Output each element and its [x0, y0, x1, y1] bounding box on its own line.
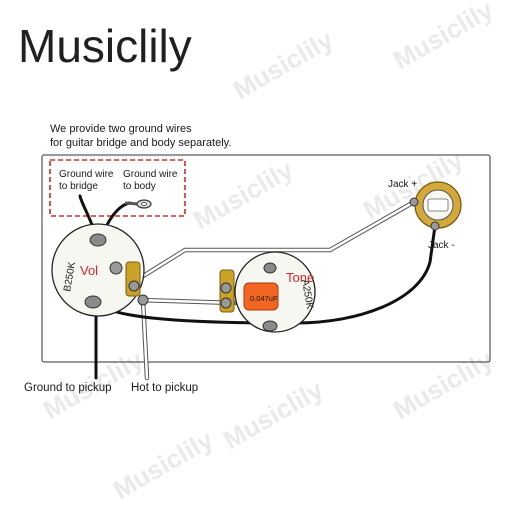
ground-body-label-2: to body	[123, 181, 156, 192]
ground-ring-terminal-icon	[124, 199, 152, 209]
hot-to-pickup-label: Hot to pickup	[131, 382, 198, 394]
tone-pot-value: A250K	[299, 279, 315, 311]
ground-bridge-label-1: Ground wire	[59, 169, 114, 180]
volume-lug-solder-2	[128, 280, 140, 292]
tone-capacitor	[243, 282, 279, 311]
tone-pot: Tone A250K 0.047uF	[219, 251, 316, 333]
jack-plus-label: Jack +	[388, 179, 417, 190]
capacitor-value: 0.047uF	[250, 294, 278, 303]
ground-wire-box	[49, 159, 186, 217]
volume-pot-value: B250K	[62, 261, 78, 293]
volume-pot-body	[51, 223, 145, 317]
watermark: Musiclily	[108, 424, 219, 505]
tone-top-solder	[263, 262, 277, 274]
volume-pot: Vol B250K	[51, 223, 149, 317]
jack-minus-label: Jack -	[428, 240, 455, 251]
jack-tip-solder	[409, 197, 419, 207]
volume-lug-solder-3	[137, 294, 149, 306]
volume-lug-solder-1	[109, 261, 123, 275]
note-line-1: We provide two ground wires	[50, 123, 192, 135]
ground-to-pickup-label: Ground to pickup	[24, 382, 112, 394]
tone-pot-label: Tone	[286, 270, 314, 285]
tone-lug-solder-1	[220, 282, 232, 294]
note-line-2: for guitar bridge and body separately.	[50, 137, 231, 149]
hot-pickup-wire	[141, 298, 149, 380]
jack-sleeve-solder	[430, 221, 440, 231]
brand-title: Musiclily	[18, 20, 192, 72]
ground-body-label-1: Ground wire	[123, 169, 178, 180]
tone-back-solder	[262, 320, 278, 332]
watermark: Musiclily	[228, 24, 339, 105]
output-jack: Jack + Jack -	[388, 179, 462, 251]
ground-bridge-label-2: to bridge	[59, 181, 98, 192]
watermark: Musiclily	[218, 374, 329, 455]
vol-tone-wire	[138, 298, 237, 305]
watermark: Musiclily	[188, 154, 299, 235]
tone-lug-solder-2	[220, 297, 232, 309]
volume-ground-solder	[89, 233, 107, 247]
control-cavity-outline	[41, 154, 491, 363]
volume-back-solder	[84, 295, 102, 309]
watermark: Musiclily	[388, 344, 499, 425]
watermark: Musiclily	[388, 0, 499, 75]
volume-pot-label: Vol	[80, 263, 98, 278]
jack-insulator	[427, 198, 449, 212]
